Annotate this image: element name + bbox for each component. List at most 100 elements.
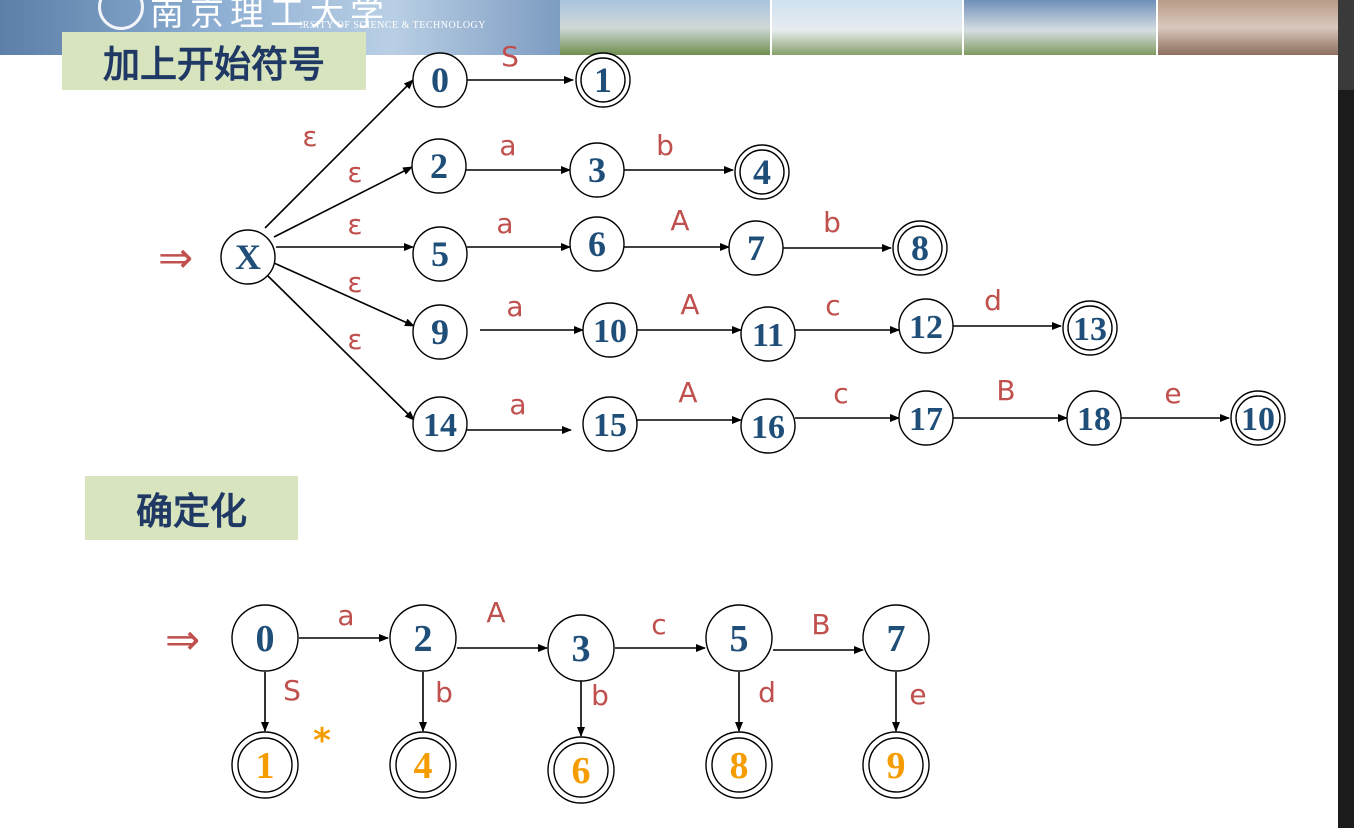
window-right-edge bbox=[1338, 0, 1354, 828]
nfa-transition-label: c bbox=[833, 377, 848, 410]
nfa-final-state-ring bbox=[897, 225, 943, 271]
nfa-state-label: 6 bbox=[588, 224, 606, 264]
nfa-state-label: 15 bbox=[593, 407, 627, 444]
nfa-transition-label: c bbox=[825, 289, 840, 322]
nfa-state bbox=[898, 390, 954, 446]
nfa-state-label: X bbox=[235, 237, 261, 277]
banner-photo-4 bbox=[1158, 0, 1338, 55]
nfa-state-label: 1 bbox=[594, 60, 612, 100]
dfa-final-state-ring bbox=[237, 737, 293, 793]
university-name: 南京理工大学 bbox=[150, 0, 390, 33]
dfa-transition-label: b bbox=[435, 676, 453, 709]
nfa-state bbox=[412, 304, 468, 360]
nfa-transition-label: ε bbox=[347, 208, 362, 241]
nfa-state bbox=[569, 142, 625, 198]
dfa-transition-label: c bbox=[651, 608, 666, 641]
nfa-state bbox=[740, 306, 796, 362]
dfa-final-state bbox=[705, 731, 773, 799]
nfa-state bbox=[220, 229, 276, 285]
nfa-transition-label: B bbox=[996, 374, 1015, 407]
nfa-transition-label: a bbox=[509, 388, 526, 421]
dfa-state-label: 3 bbox=[572, 628, 591, 670]
nfa-state-label: 3 bbox=[588, 150, 606, 190]
nfa-state bbox=[412, 396, 468, 452]
nfa-state-label: 5 bbox=[431, 234, 449, 274]
nfa-state bbox=[411, 138, 467, 194]
nfa-transition-label: a bbox=[506, 290, 523, 323]
nfa-state-label: 4 bbox=[753, 152, 771, 192]
dfa-state bbox=[862, 604, 930, 672]
nfa-transition-label: S bbox=[501, 40, 519, 73]
nfa-state bbox=[412, 226, 468, 282]
nfa-state-label: 10 bbox=[1241, 401, 1275, 438]
dfa-state bbox=[547, 614, 615, 682]
nfa-final-state-ring bbox=[1067, 305, 1113, 351]
nfa-transition-label: A bbox=[678, 376, 697, 409]
nfa-state bbox=[569, 216, 625, 272]
dfa-final-state bbox=[231, 731, 299, 799]
dfa-final-state-ring bbox=[395, 737, 451, 793]
nfa-state bbox=[728, 220, 784, 276]
nfa-final-state bbox=[734, 144, 790, 200]
nfa-final-state-ring bbox=[580, 57, 626, 103]
nfa-section-title: 加上开始符号 bbox=[62, 32, 366, 90]
nfa-final-state-ring bbox=[1235, 395, 1281, 441]
banner-photo-2 bbox=[772, 0, 962, 55]
dfa-state-label: 5 bbox=[730, 618, 749, 660]
dfa-transition-label: e bbox=[909, 678, 926, 711]
dfa-state bbox=[705, 604, 773, 672]
nfa-transition-arrow bbox=[273, 262, 415, 327]
nfa-transition-arrow bbox=[267, 275, 415, 421]
nfa-state-label: 8 bbox=[911, 228, 929, 268]
nfa-transition-label: e bbox=[1164, 377, 1181, 410]
nfa-state-label: 2 bbox=[430, 146, 448, 186]
dfa-state-label: 6 bbox=[572, 750, 591, 792]
dfa-section-title: 确定化 bbox=[85, 476, 298, 540]
header-banner: 南京理工大学 NANJING UNIVERSITY OF SCIENCE & T… bbox=[0, 0, 1338, 55]
nfa-state-label: 17 bbox=[909, 401, 943, 438]
dfa-state-label: 9 bbox=[887, 745, 906, 787]
nfa-state-label: 12 bbox=[909, 309, 943, 346]
nfa-final-state bbox=[892, 220, 948, 276]
dfa-final-state-ring bbox=[553, 742, 609, 798]
nfa-state-label: 10 bbox=[593, 313, 627, 350]
dfa-transition-label: B bbox=[811, 608, 830, 641]
dfa-state-label: 2 bbox=[414, 618, 433, 660]
dfa-state-label: 1 bbox=[256, 745, 275, 787]
dfa-state-label: 8 bbox=[730, 745, 749, 787]
nfa-transition-label: ε bbox=[347, 323, 362, 356]
nfa-state-label: 11 bbox=[752, 317, 784, 354]
nfa-final-state bbox=[575, 52, 631, 108]
accept-marker-star: * bbox=[313, 721, 331, 761]
dfa-final-state bbox=[547, 736, 615, 804]
university-english-name: NANJING UNIVERSITY OF SCIENCE & TECHNOLO… bbox=[300, 20, 486, 31]
nfa-transition-label: a bbox=[496, 207, 513, 240]
nfa-final-state-ring bbox=[739, 149, 785, 195]
dfa-state-label: 0 bbox=[256, 618, 275, 660]
nfa-state bbox=[412, 52, 468, 108]
nfa-state bbox=[582, 302, 638, 358]
nfa-final-state bbox=[1230, 390, 1286, 446]
nfa-transition-label: ε bbox=[347, 156, 362, 189]
nfa-state-label: 14 bbox=[423, 407, 457, 444]
dfa-final-state-ring bbox=[711, 737, 767, 793]
nfa-transition-label: b bbox=[656, 129, 674, 162]
nfa-transition-label: d bbox=[984, 284, 1002, 317]
nfa-transition-label: a bbox=[499, 129, 516, 162]
nfa-state bbox=[740, 398, 796, 454]
nfa-state-label: 13 bbox=[1073, 311, 1107, 348]
nfa-transition-label: ε bbox=[347, 266, 362, 299]
dfa-transition-label: a bbox=[337, 599, 354, 632]
banner-photo-3 bbox=[964, 0, 1156, 55]
nfa-state-label: 9 bbox=[431, 312, 449, 352]
dfa-final-state-ring bbox=[868, 737, 924, 793]
dfa-state bbox=[231, 604, 299, 672]
dfa-state-label: 4 bbox=[414, 745, 433, 787]
nfa-state-label: 0 bbox=[431, 60, 449, 100]
dfa-transition-label: A bbox=[486, 596, 505, 629]
nfa-transition-label: ε bbox=[302, 120, 317, 153]
university-logo bbox=[98, 0, 144, 30]
nfa-state bbox=[582, 396, 638, 452]
